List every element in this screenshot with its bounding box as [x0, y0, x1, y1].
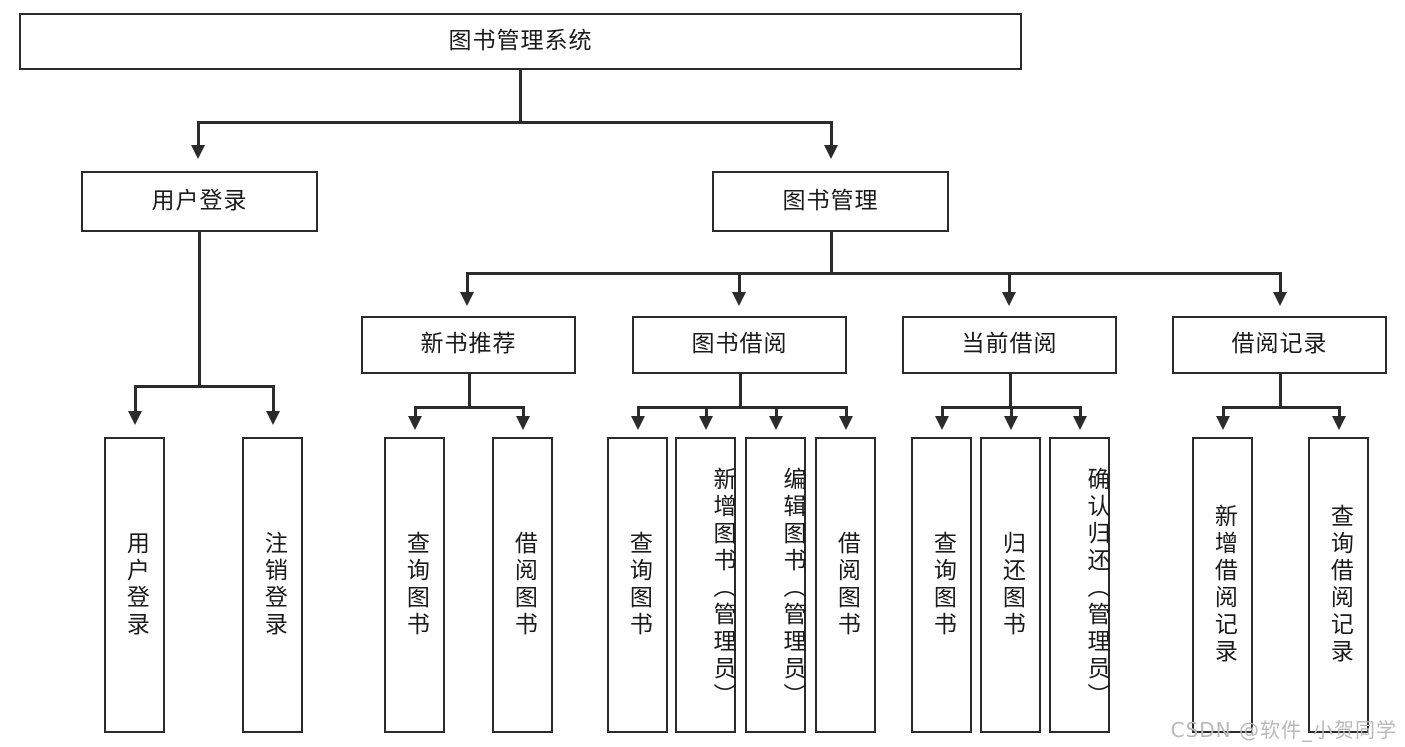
node-label: 新增图书（管理员）	[709, 466, 735, 710]
leaf-user-login-0[interactable]: 用户登录	[104, 437, 165, 733]
arrow-bb-to-leaf-0	[631, 416, 645, 430]
arrow-bm-to-current-borrow	[1002, 292, 1016, 306]
arrow-bb-to-leaf-2	[769, 416, 783, 430]
connector-bm-to-book-borrow	[738, 272, 741, 294]
connector-user-login-bus	[134, 385, 272, 388]
node-label: 图书管理	[782, 187, 879, 214]
arrow-bm-to-new-book	[460, 292, 474, 306]
node-label: 用户登录	[122, 531, 149, 639]
connector-br-to-leaf-1	[1338, 406, 1341, 418]
connector-bb-to-leaf-2	[775, 406, 778, 418]
node-label: 归还图书	[998, 531, 1025, 639]
arrow-br-to-leaf-1	[1332, 416, 1346, 430]
connector-new-book-to-leaf-1	[522, 406, 525, 418]
node-label: 用户登录	[151, 187, 248, 214]
arrow-cb-to-leaf-1	[1004, 416, 1018, 430]
arrow-bb-to-leaf-3	[839, 416, 853, 430]
node-new-book-recommend[interactable]: 新书推荐	[361, 316, 576, 374]
arrow-br-to-leaf-0	[1216, 416, 1230, 430]
node-label: 借阅图书	[833, 531, 860, 639]
connector-bb-to-leaf-0	[637, 406, 640, 418]
connector-bb-to-leaf-1	[705, 406, 708, 418]
leaf-book-borrow-0[interactable]: 查询图书	[607, 437, 668, 733]
connector-bm-to-new-book	[466, 272, 469, 294]
node-label: 图书管理系统	[448, 27, 593, 54]
leaf-book-borrow-3[interactable]: 借阅图书	[815, 437, 876, 733]
leaf-borrow-record-0[interactable]: 新增借阅记录	[1192, 437, 1253, 733]
connector-cb-to-leaf-2	[1079, 406, 1082, 418]
node-root-book-management-system[interactable]: 图书管理系统	[19, 13, 1022, 70]
node-label: 确认归还（管理员）	[1083, 466, 1109, 710]
connector-bb-to-leaf-3	[845, 406, 848, 418]
arrow-bb-to-leaf-1	[699, 416, 713, 430]
node-label: 借阅记录	[1231, 331, 1328, 358]
node-label: 查询借阅记录	[1326, 504, 1353, 666]
node-label: 查询图书	[929, 531, 956, 639]
connector-new-book-to-leaf-0	[414, 406, 417, 418]
arrow-bm-to-book-borrow	[732, 292, 746, 306]
node-book-borrow[interactable]: 图书借阅	[632, 316, 847, 374]
connector-user-login-to-leaf-0	[134, 385, 137, 413]
connector-book-management-stem	[830, 232, 833, 274]
node-label: 查询图书	[625, 531, 652, 639]
connector-cb-to-leaf-0	[941, 406, 944, 418]
connector-user-login-to-leaf-1	[272, 385, 275, 413]
node-label: 新增借阅记录	[1210, 504, 1237, 666]
connector-current-borrow-stem	[1009, 374, 1012, 408]
node-label: 查询图书	[402, 531, 429, 639]
arrow-new-book-to-leaf-1	[516, 416, 530, 430]
connector-root-bus	[197, 121, 832, 124]
connector-root-stem	[519, 70, 522, 122]
leaf-borrow-record-1[interactable]: 查询借阅记录	[1308, 437, 1369, 733]
connector-root-to-book-management	[830, 121, 833, 147]
node-label: 借阅图书	[510, 531, 537, 639]
leaf-book-borrow-1[interactable]: 新增图书（管理员）	[675, 437, 736, 733]
leaf-user-login-1[interactable]: 注销登录	[242, 437, 303, 733]
connector-br-to-leaf-0	[1222, 406, 1225, 418]
node-label: 注销登录	[260, 531, 287, 639]
arrow-root-to-user-login	[191, 145, 205, 159]
arrow-cb-to-leaf-2	[1073, 416, 1087, 430]
arrow-new-book-to-leaf-0	[408, 416, 422, 430]
connector-book-management-bus	[466, 272, 1280, 275]
connector-user-login-stem	[198, 232, 201, 387]
node-current-borrow[interactable]: 当前借阅	[902, 316, 1117, 374]
node-user-login[interactable]: 用户登录	[81, 171, 318, 232]
connector-cb-to-leaf-1	[1010, 406, 1013, 418]
arrow-user-login-to-leaf-0	[128, 411, 142, 425]
connector-new-book-bus	[414, 406, 522, 409]
connector-book-borrow-stem	[739, 374, 742, 408]
node-book-management[interactable]: 图书管理	[712, 171, 949, 232]
connector-root-to-user-login	[197, 121, 200, 147]
connector-borrow-record-stem	[1279, 374, 1282, 408]
node-label: 当前借阅	[961, 331, 1058, 358]
arrow-cb-to-leaf-0	[935, 416, 949, 430]
connector-new-book-stem	[468, 374, 471, 408]
node-label: 新书推荐	[420, 331, 517, 358]
leaf-new-book-1[interactable]: 借阅图书	[492, 437, 553, 733]
arrow-user-login-to-leaf-1	[266, 411, 280, 425]
leaf-current-borrow-1[interactable]: 归还图书	[980, 437, 1041, 733]
leaf-current-borrow-0[interactable]: 查询图书	[911, 437, 972, 733]
arrow-bm-to-borrow-record	[1273, 292, 1287, 306]
leaf-new-book-0[interactable]: 查询图书	[384, 437, 445, 733]
node-borrow-record[interactable]: 借阅记录	[1172, 316, 1387, 374]
leaf-current-borrow-2[interactable]: 确认归还（管理员）	[1049, 437, 1110, 733]
connector-borrow-record-bus	[1222, 406, 1338, 409]
connector-bm-to-borrow-record	[1279, 272, 1282, 294]
arrow-root-to-book-management	[824, 145, 838, 159]
connector-bm-to-current-borrow	[1008, 272, 1011, 294]
node-label: 图书借阅	[691, 331, 788, 358]
node-label: 编辑图书（管理员）	[779, 466, 805, 710]
leaf-book-borrow-2[interactable]: 编辑图书（管理员）	[745, 437, 806, 733]
connector-book-borrow-bus	[637, 406, 845, 409]
